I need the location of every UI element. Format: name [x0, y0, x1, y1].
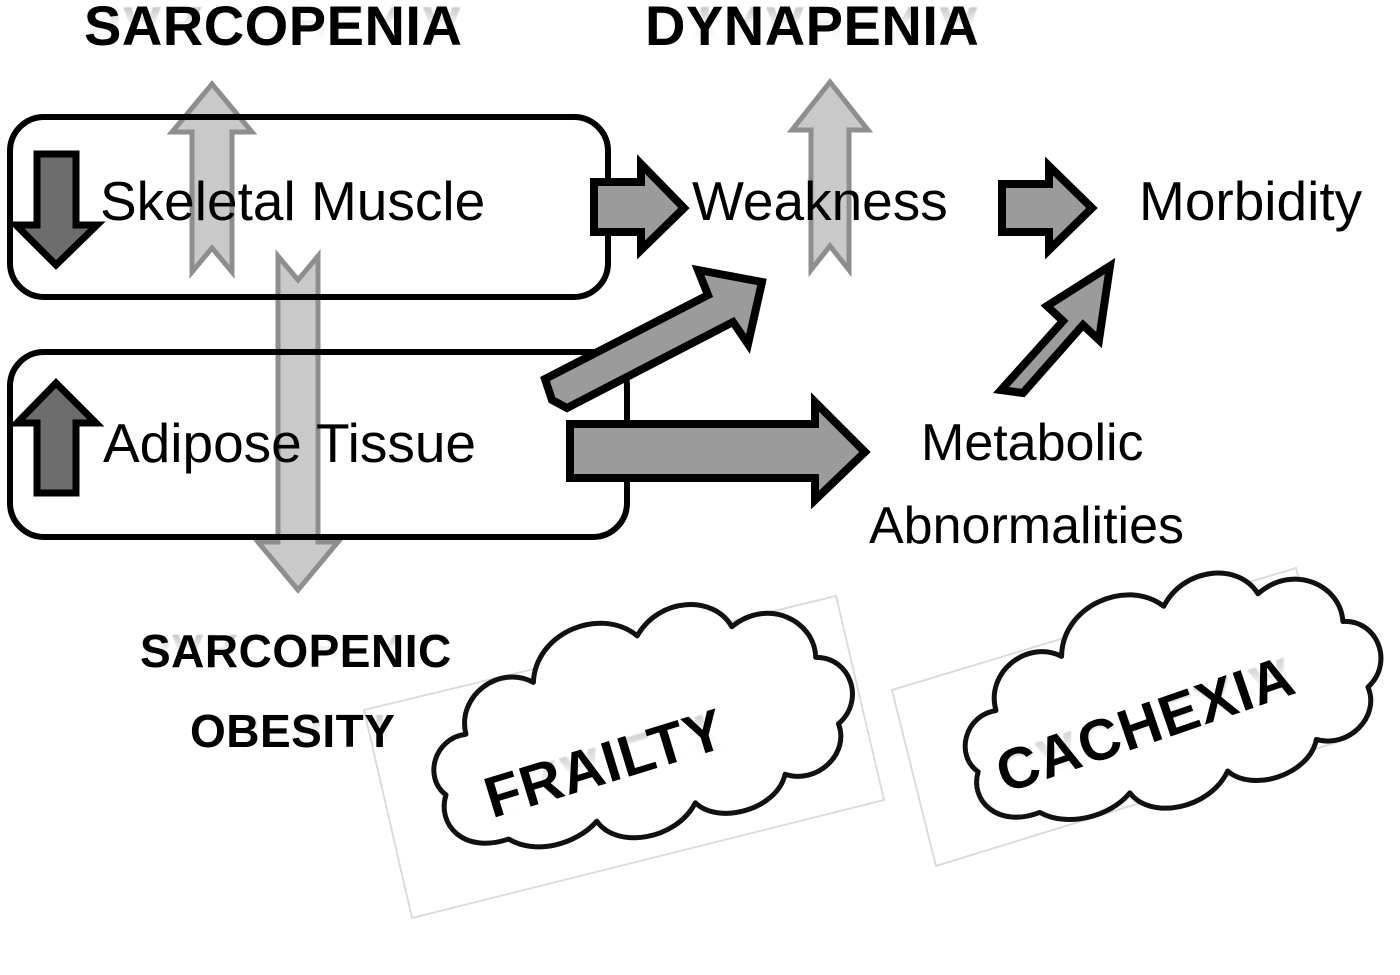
frailty-cloud-shape: [431, 602, 855, 850]
connector-weakness-to-morbidity: [998, 156, 1098, 260]
heading-sarcopenia: SARCOPENIA SARCOPENIA: [84, 0, 462, 110]
label-skeletal-muscle: Skeletal Muscle: [100, 170, 486, 232]
connector-muscle-to-sarcopenia: [166, 80, 258, 279]
label-metabolic-line1: Metabolic: [921, 414, 1144, 472]
cachexia-cloud-shape: [962, 570, 1384, 822]
down-arrow-icon-skeletal-muscle: [7, 150, 106, 270]
sarcopenic-obesity-line2-text: OBESITY: [190, 705, 396, 757]
up-arrow-icon-adipose-tissue: [8, 378, 105, 497]
heading-sarcopenia-text: SARCOPENIA: [84, 0, 463, 57]
label-sarcopenic-obesity-line2: OBESITY OBESITY: [190, 705, 396, 800]
connector-adipose-to-weakness: [540, 264, 767, 413]
connector-adipose-to-metabolic: [566, 392, 871, 510]
sarcopenic-obesity-line1-text: SARCOPENIC: [140, 625, 452, 677]
label-adipose-tissue: Adipose Tissue: [103, 412, 476, 474]
heading-dynapenia-text: DYNAPENIA: [645, 0, 980, 57]
connector-to-sarcopenic-obesity: [252, 249, 344, 594]
connector-metabolic-to-morbidity: [992, 257, 1116, 398]
heading-dynapenia: DYNAPENIA DYNAPENIA: [645, 0, 979, 110]
label-metabolic-line2: Abnormalities: [869, 497, 1185, 555]
label-weakness: Weakness: [692, 170, 948, 232]
connector-muscle-to-weakness: [590, 154, 690, 260]
label-sarcopenic-obesity-line1: SARCOPENIC SARCOPENIC: [140, 625, 452, 720]
connector-weakness-to-dynapenia: [786, 77, 874, 278]
label-morbidity: Morbidity: [1139, 170, 1363, 232]
